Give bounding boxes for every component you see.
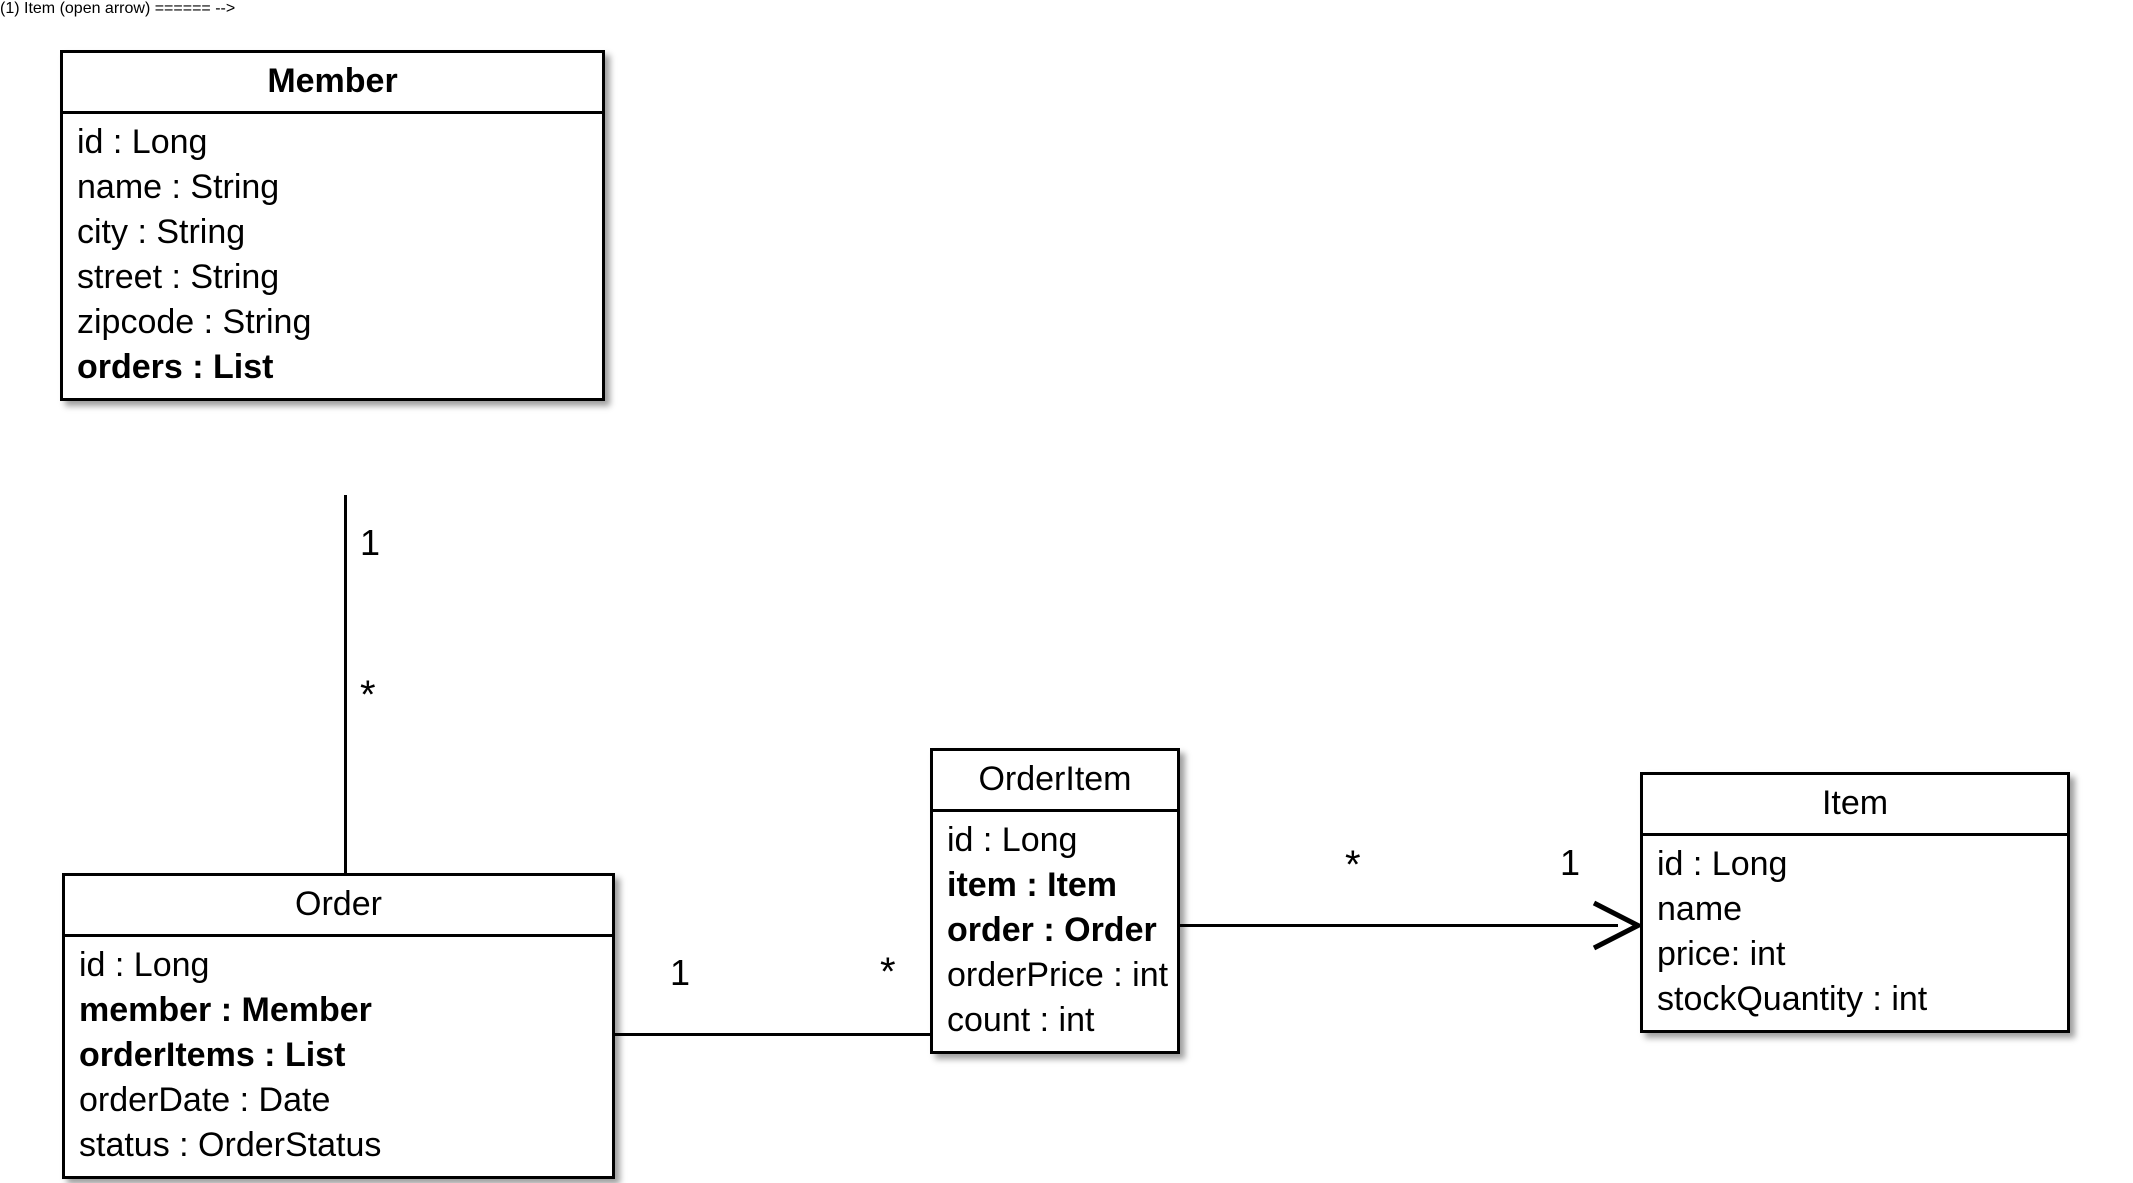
uml-attribute: order : Order <box>947 911 1157 949</box>
uml-attribute: orderItems : List <box>79 1036 346 1074</box>
uml-attribute: id : Long <box>947 821 1078 859</box>
uml-attribute: id : Long <box>1657 845 1788 883</box>
uml-attribute: status : OrderStatus <box>79 1126 382 1164</box>
uml-class-order[interactable]: Order id : Long member : Member orderIte… <box>62 873 615 1179</box>
uml-attribute-list-order: id : Long member : Member orderItems : L… <box>65 937 612 1176</box>
uml-attribute: street : String <box>77 258 280 296</box>
uml-attribute: count : int <box>947 1001 1095 1039</box>
uml-attribute: id : Long <box>79 946 210 984</box>
association-line-member-order[interactable] <box>344 495 347 877</box>
multiplicity-label-orderitem-item-source: * <box>1345 843 1361 887</box>
multiplicity-label-member-order-source: 1 <box>360 522 381 563</box>
uml-attribute: city : String <box>77 213 246 251</box>
uml-attribute: name <box>1657 890 1743 928</box>
uml-attribute-list-orderitem: id : Long item : Item order : Order orde… <box>933 812 1177 1051</box>
uml-class-orderitem[interactable]: OrderItem id : Long item : Item order : … <box>930 748 1180 1054</box>
uml-attribute: id : Long <box>77 123 208 161</box>
uml-class-title-member: Member <box>63 53 602 114</box>
multiplicity-label-order-orderitem-source: 1 <box>670 952 691 993</box>
uml-attribute: member : Member <box>79 991 372 1029</box>
uml-attribute: orders : List <box>77 348 274 386</box>
uml-class-title-orderitem: OrderItem <box>933 751 1177 812</box>
multiplicity-label-order-orderitem-target: * <box>880 950 896 994</box>
uml-attribute-list-member: id : Long name : String city : String st… <box>63 114 602 398</box>
uml-attribute: name : String <box>77 168 280 206</box>
association-line-order-orderitem[interactable] <box>613 1033 933 1036</box>
uml-attribute: item : Item <box>947 866 1118 904</box>
uml-attribute: orderPrice : int <box>947 956 1169 994</box>
multiplicity-label-member-order-target: * <box>360 673 376 717</box>
uml-attribute: zipcode : String <box>77 303 312 341</box>
uml-class-title-item: Item <box>1643 775 2067 836</box>
uml-attribute: price: int <box>1657 935 1786 973</box>
uml-attribute: stockQuantity : int <box>1657 980 1928 1018</box>
open-arrowhead-icon <box>1592 900 1644 951</box>
association-line-orderitem-item[interactable] <box>1178 924 1618 927</box>
uml-class-title-order: Order <box>65 876 612 937</box>
uml-class-member[interactable]: Member id : Long name : String city : St… <box>60 50 605 401</box>
uml-attribute-list-item: id : Long name price: int stockQuantity … <box>1643 836 2067 1030</box>
uml-class-item[interactable]: Item id : Long name price: int stockQuan… <box>1640 772 2070 1033</box>
multiplicity-label-orderitem-item-target: 1 <box>1560 842 1581 883</box>
uml-attribute: orderDate : Date <box>79 1081 331 1119</box>
